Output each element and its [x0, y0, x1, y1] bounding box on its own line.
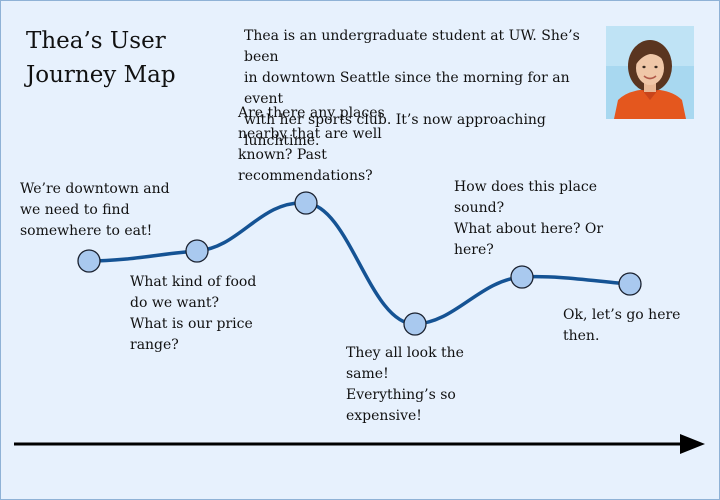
title-line: Journey Map: [26, 62, 176, 88]
journey-node: [618, 272, 642, 296]
timeline-arrow-head-icon: [680, 434, 705, 454]
thought-line: known? Past: [238, 147, 327, 163]
thought-line: How does this place: [454, 179, 598, 195]
thought-line: somewhere to eat!: [20, 223, 153, 239]
page-title: Thea’s User Journey Map: [26, 24, 226, 92]
thought-line: we need to find: [20, 202, 130, 218]
journey-node: [294, 191, 318, 215]
step-5-thought: How does this place sound? What about he…: [454, 177, 604, 261]
thought-line: sound?: [454, 200, 505, 216]
scenario-description: Thea is an undergraduate student at UW. …: [244, 26, 604, 152]
thought-line: What is our price: [130, 316, 253, 332]
thought-line: recommendations?: [238, 168, 373, 184]
step-1-thought: We’re downtown and we need to find somew…: [20, 179, 180, 242]
thought-line: What about here? Or: [454, 221, 604, 237]
thought-line: We’re downtown and: [20, 181, 170, 197]
scenario-line: Thea is an undergraduate student at UW. …: [244, 28, 580, 65]
thought-line: Everything’s so: [346, 387, 456, 403]
journey-node: [510, 265, 534, 289]
thought-line: nearby that are well: [238, 126, 382, 142]
thought-line: then.: [563, 328, 600, 344]
thought-line: Are there any places: [238, 105, 385, 121]
thought-line: same!: [346, 366, 389, 382]
thought-line: They all look the: [346, 345, 464, 361]
step-6-thought: Ok, let’s go here then.: [563, 305, 693, 347]
journey-node: [403, 312, 427, 336]
thought-line: Ok, let’s go here: [563, 307, 681, 323]
journey-node: [185, 239, 209, 263]
scenario-line: with her sports club. It’s now approachi…: [244, 112, 546, 149]
thought-line: What kind of food: [130, 274, 257, 290]
title-line: Thea’s User: [26, 28, 166, 54]
step-2-thought: What kind of food do we want? What is ou…: [130, 272, 260, 356]
thought-line: range?: [130, 337, 179, 353]
thought-line: here?: [454, 242, 494, 258]
step-3-thought: Are there any places nearby that are wel…: [238, 103, 388, 187]
journey-node: [77, 249, 101, 273]
step-4-thought: They all look the same! Everything’s so …: [346, 343, 476, 427]
thought-line: do we want?: [130, 295, 220, 311]
thought-line: expensive!: [346, 408, 422, 424]
persona-photo: [606, 26, 694, 119]
scenario-line: in downtown Seattle since the morning fo…: [244, 70, 570, 107]
